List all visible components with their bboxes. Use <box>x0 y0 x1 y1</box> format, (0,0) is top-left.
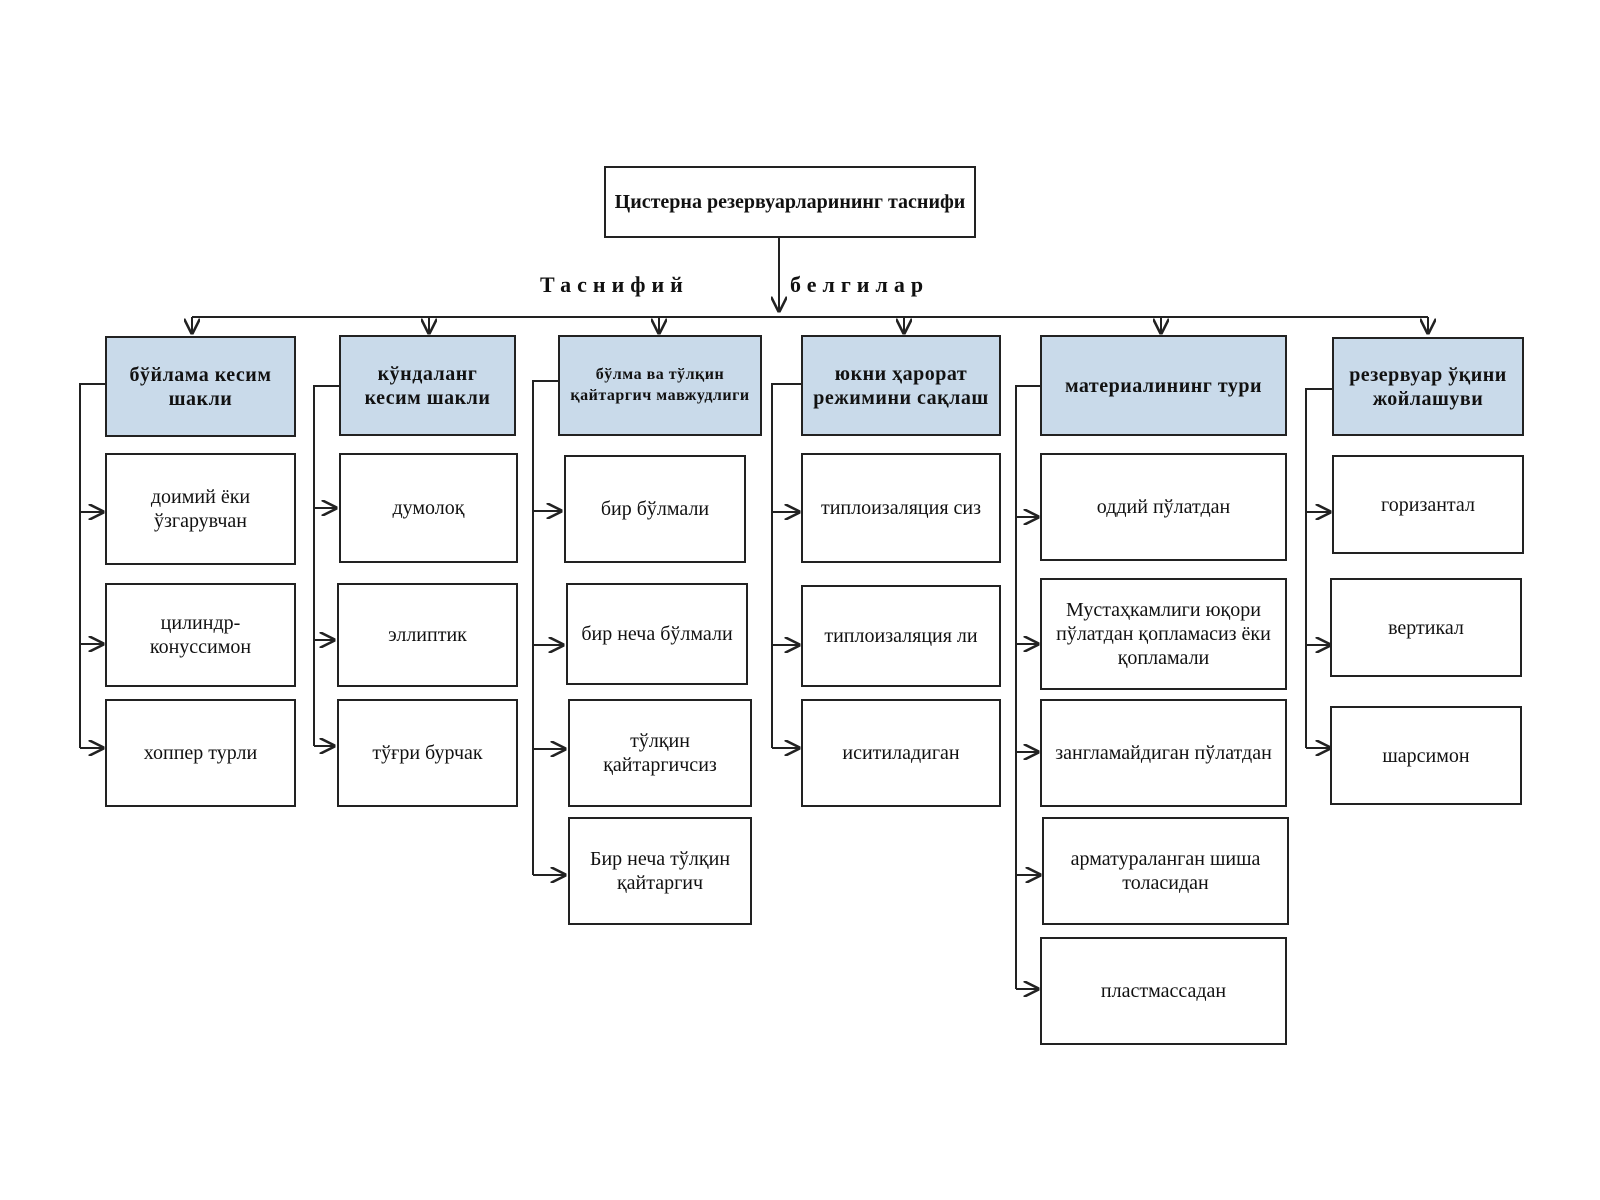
category-header-compartments: бўлма ва тўлқин қайтаргич мавжудлиги <box>558 335 762 436</box>
category-item: доимий ёки ўзгарувчан <box>105 453 296 565</box>
category-item: тўғри бурчак <box>337 699 518 807</box>
caption-left: Таснифий <box>540 272 689 297</box>
category-item: вертикал <box>1330 578 1522 677</box>
category-item: тўлқин қайтаргичсиз <box>568 699 752 807</box>
category-item: Бир неча тўлқин қайтаргич <box>568 817 752 925</box>
category-header-cross-section: кўндаланг кесим шакли <box>339 335 516 436</box>
category-header-temperature: юкни ҳарорат режимини сақлаш <box>801 335 1001 436</box>
category-item: типлоизаляция ли <box>801 585 1001 687</box>
category-item: пластмассадан <box>1040 937 1287 1045</box>
category-item: иситиладиган <box>801 699 1001 807</box>
category-header-axis-position: резервуар ўқини жойлашуви <box>1332 337 1524 436</box>
category-item: горизантал <box>1332 455 1524 554</box>
category-item: шарсимон <box>1330 706 1522 805</box>
category-item: Мустаҳкамлиги юқори пўлатдан қопламасиз … <box>1040 578 1287 690</box>
category-header-material: материалининг тури <box>1040 335 1287 436</box>
category-item: оддий пўлатдан <box>1040 453 1287 561</box>
category-item: арматураланган шиша толасидан <box>1042 817 1289 925</box>
category-header-longitudinal: бўйлама кесим шакли <box>105 336 296 437</box>
category-item: бир бўлмали <box>564 455 746 563</box>
category-item: цилиндр-конуссимон <box>105 583 296 687</box>
category-item: зангламайдиган пўлатдан <box>1040 699 1287 807</box>
category-item: типлоизаляция сиз <box>801 453 1001 563</box>
category-item: хоппер турли <box>105 699 296 807</box>
category-item: эллиптик <box>337 583 518 687</box>
category-item: бир неча бўлмали <box>566 583 748 685</box>
root-box: Цистерна резервуарларининг таснифи <box>604 166 976 238</box>
caption-right: белгилар <box>790 272 930 297</box>
category-item: думолоқ <box>339 453 518 563</box>
